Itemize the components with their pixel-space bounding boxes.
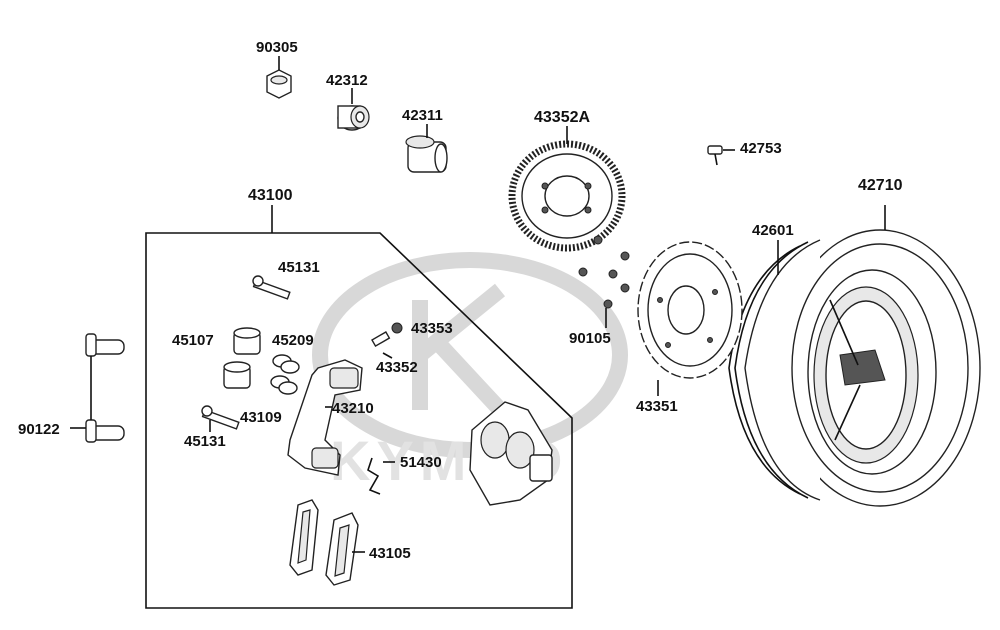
label-90305: 90305 xyxy=(256,39,298,56)
label-42312: 42312 xyxy=(326,72,368,89)
brake-pads-43105 xyxy=(289,499,365,586)
slide-pin-45131-top xyxy=(252,275,291,300)
seals-45209 xyxy=(270,354,300,395)
label-43351: 43351 xyxy=(636,398,678,415)
brake-disc-43351 xyxy=(637,241,743,396)
label-45131-bottom: 45131 xyxy=(184,433,226,450)
bolts-90122 xyxy=(70,333,125,443)
label-43352a: 43352A xyxy=(534,109,590,126)
label-43105: 43105 xyxy=(369,545,411,562)
label-42753: 42753 xyxy=(740,140,782,157)
label-90105: 90105 xyxy=(569,330,611,347)
label-45131-top: 45131 xyxy=(278,259,320,276)
rear-wheel-tire xyxy=(728,205,981,507)
pad-spring-51430 xyxy=(367,457,395,495)
label-45209: 45209 xyxy=(272,332,314,349)
label-43109: 43109 xyxy=(240,409,282,426)
valve-42753 xyxy=(707,145,735,166)
pistons-45107 xyxy=(223,327,261,389)
bearing-42312 xyxy=(337,88,370,131)
tone-ring-43352a xyxy=(508,126,626,252)
label-42601: 42601 xyxy=(752,222,794,239)
label-90122: 90122 xyxy=(18,421,60,438)
label-43353: 43353 xyxy=(411,320,453,337)
nut-90305 xyxy=(266,56,292,99)
label-43352: 43352 xyxy=(376,359,418,376)
caliper-assembly-box xyxy=(145,232,573,609)
label-42311: 42311 xyxy=(402,107,443,124)
collar-42311 xyxy=(405,124,448,173)
label-43210: 43210 xyxy=(332,400,374,417)
label-51430: 51430 xyxy=(400,454,442,471)
bleeder-parts xyxy=(371,322,403,359)
label-43100: 43100 xyxy=(248,187,293,204)
disc-bolts-90105 xyxy=(578,235,630,328)
label-42710: 42710 xyxy=(858,177,903,194)
caliper-bracket-43210 xyxy=(287,359,363,476)
slide-pin-45131-bottom xyxy=(201,405,240,432)
label-45107: 45107 xyxy=(172,332,214,349)
caliper-body xyxy=(469,401,553,506)
